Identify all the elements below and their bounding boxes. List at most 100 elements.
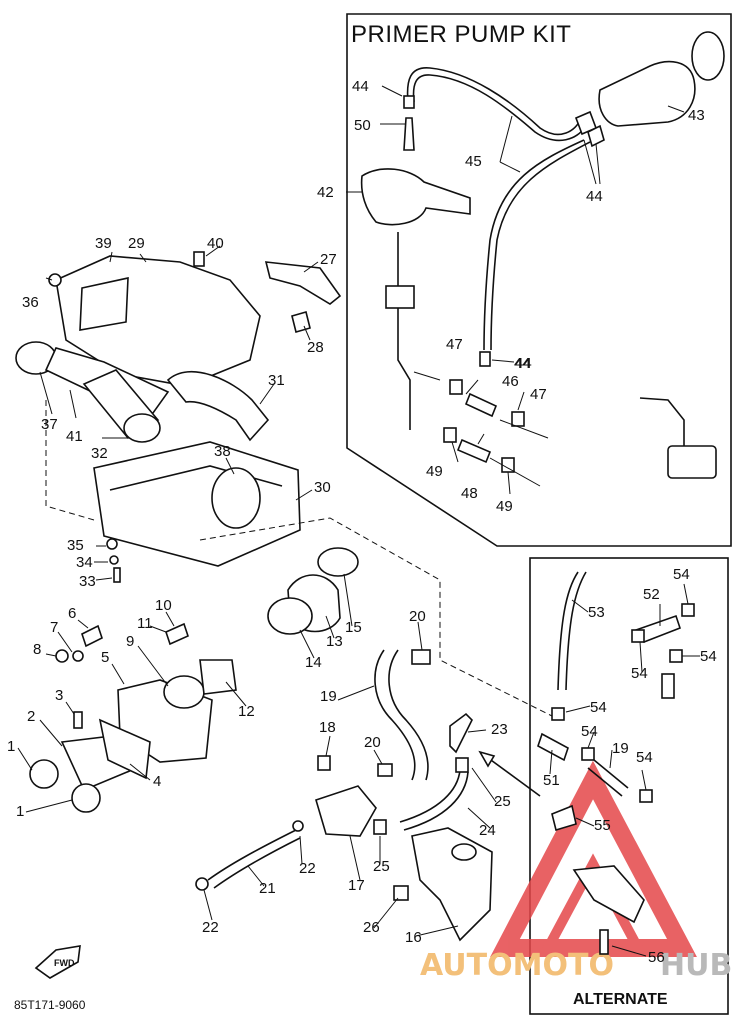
part-label: 32 <box>91 445 108 462</box>
part-label: 54 <box>673 566 690 583</box>
part-label: 42 <box>317 184 334 201</box>
gasket-4 <box>98 718 151 780</box>
part-label: 44 <box>352 78 369 95</box>
primer-pump-knob <box>691 31 725 81</box>
part-label: 2 <box>27 708 35 725</box>
screw-56 <box>599 929 609 955</box>
primer-pump-43 <box>598 60 696 127</box>
part-label: 33 <box>79 573 96 590</box>
kit-leader-lines <box>413 371 549 487</box>
part-label: 54 <box>581 723 598 740</box>
carburetor-outline-42 <box>360 168 471 226</box>
clamp-14 <box>267 597 313 635</box>
fitting-55 <box>551 804 577 832</box>
part-label: 31 <box>268 372 285 389</box>
hose-21-2 <box>213 837 301 889</box>
part-label: 3 <box>55 687 63 704</box>
damper-26 <box>393 885 409 901</box>
fuel-pump-parts <box>195 649 541 942</box>
part-label: 36 <box>22 294 39 311</box>
primer-pump-kit-parts <box>360 31 725 487</box>
check-valve-46 <box>464 392 498 418</box>
watermark-logo <box>490 760 697 957</box>
clip-20-b <box>377 763 393 777</box>
hose-19-b <box>593 759 629 789</box>
part-label: 17 <box>348 877 365 894</box>
clip-47-b <box>511 411 525 427</box>
primer-hose-upper <box>406 67 581 136</box>
clip-54-a <box>681 603 695 617</box>
part-label: 55 <box>594 817 611 834</box>
bolt-6 <box>81 624 103 648</box>
part-label: 19 <box>320 688 337 705</box>
part-label: 34 <box>76 554 93 571</box>
hose-53 <box>557 571 579 691</box>
alternate-parts <box>537 571 695 955</box>
clip-54-e <box>581 747 595 761</box>
elbow-duct-31 <box>166 370 270 442</box>
forward-arrow-icon <box>34 945 81 979</box>
clamp-15 <box>317 547 359 577</box>
part-label: 56 <box>648 949 665 966</box>
part-label: 47 <box>530 386 547 403</box>
washer-7 <box>72 650 84 662</box>
screw-33 <box>113 567 121 583</box>
part-label: 46 <box>502 373 519 390</box>
part-label: 39 <box>95 235 112 252</box>
hose-clip-44-b2 <box>587 124 605 148</box>
fuel-pump-17 <box>315 785 377 837</box>
part-label: 23 <box>491 721 508 738</box>
pointer-arrow-head <box>478 750 496 768</box>
nozzle-50 <box>403 117 415 151</box>
part-label: 26 <box>363 919 380 936</box>
hose-clip-44-c <box>479 351 491 367</box>
clip-54-f <box>639 789 653 803</box>
air-box-lower-30 <box>93 441 301 567</box>
part-label: 49 <box>496 498 513 515</box>
primer-hose-upper-2 <box>412 74 585 142</box>
part-label: 9 <box>126 633 134 650</box>
clip-54-d <box>551 707 565 721</box>
part-label: 53 <box>588 604 605 621</box>
part-label: 54 <box>636 749 653 766</box>
forward-marker-label: FWD <box>54 958 75 968</box>
part-label: 20 <box>364 734 381 751</box>
t-joint-23 <box>449 712 473 754</box>
part-label: 52 <box>643 586 660 603</box>
part-label: 25 <box>494 793 511 810</box>
primer-pump-kit-title: PRIMER PUMP KIT <box>351 21 571 48</box>
plug-1-upper <box>29 759 59 789</box>
part-label: 18 <box>319 719 336 736</box>
t-fitting-lower <box>385 285 415 309</box>
alternate-bracket <box>572 865 645 924</box>
clip-20-a <box>411 649 431 665</box>
clip-54-c <box>669 649 683 663</box>
part-label: 38 <box>214 443 231 460</box>
clip-54-b <box>631 629 645 643</box>
part-label: 15 <box>345 619 362 636</box>
air-box-parts <box>15 251 342 583</box>
primer-hose-long <box>483 139 585 351</box>
part-label: 44 <box>514 355 531 372</box>
part-label: 13 <box>326 633 343 650</box>
pump-lead <box>639 397 685 450</box>
watermark-text-right: HUB <box>660 948 732 983</box>
part-label: 10 <box>155 597 172 614</box>
part-label: 47 <box>446 336 463 353</box>
part-label: 35 <box>67 537 84 554</box>
hose-clip-44-a <box>403 95 415 109</box>
part-label: 12 <box>238 703 255 720</box>
clip-25-b <box>373 819 387 835</box>
part-number-callouts: 1 1 2 3 4 5 6 7 8 9 10 11 12 13 14 15 16… <box>7 78 717 966</box>
clip-47-a <box>449 379 463 395</box>
part-label: 37 <box>41 416 58 433</box>
primer-hose-long-2 <box>490 141 591 351</box>
alternate-frame <box>529 557 729 1015</box>
hose-53-2 <box>565 571 587 691</box>
hose-19-b-2 <box>587 767 623 797</box>
part-label: 24 <box>479 822 496 839</box>
part-label: 29 <box>128 235 145 252</box>
part-label: 11 <box>137 615 153 632</box>
